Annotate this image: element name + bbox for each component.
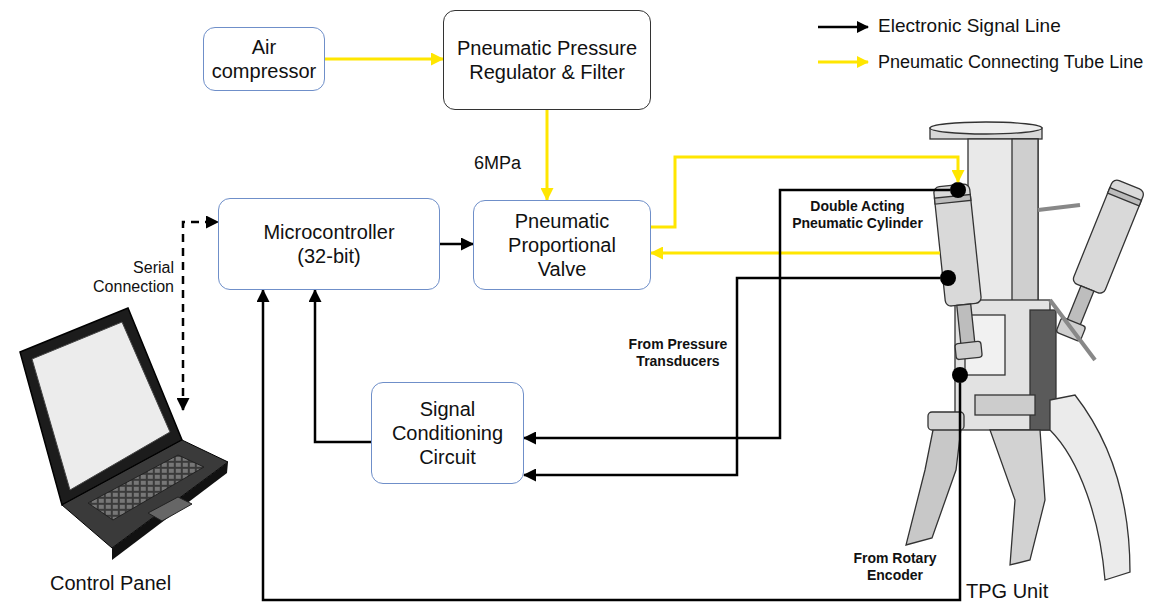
laptop-node: Control Panel xyxy=(10,300,230,600)
box-label: Microcontroller (32-bit) xyxy=(244,220,414,268)
gripper-node: TPG Unit xyxy=(760,125,1140,605)
box-label: Pneumatic Proportional Valve xyxy=(492,209,632,281)
legend-line-sample xyxy=(818,26,868,29)
signal-line xyxy=(524,278,940,475)
signal-line xyxy=(183,222,218,410)
connection-dot xyxy=(940,270,956,286)
signal-line xyxy=(263,290,960,600)
legend-text: Electronic Signal Line xyxy=(878,15,1061,37)
box-label: Pneumatic Pressure Regulator & Filter xyxy=(451,36,643,84)
process-box: Air compressor xyxy=(203,27,325,91)
connection-dot xyxy=(950,182,966,198)
edge-label: 6MPa xyxy=(474,153,534,174)
figure-caption: TPG Unit xyxy=(966,580,1048,603)
process-box: Microcontroller (32-bit) xyxy=(218,198,440,290)
signal-line xyxy=(315,290,371,442)
legend-line-sample xyxy=(818,61,868,64)
pneumatic-tube xyxy=(325,58,443,61)
figure-caption: Control Panel xyxy=(50,572,171,595)
edge-label: Serial Connection xyxy=(78,258,174,296)
process-box: Pneumatic Pressure Regulator & Filter xyxy=(443,10,651,110)
box-label: Signal Conditioning Circuit xyxy=(383,397,513,469)
pneumatic-tube xyxy=(651,252,940,255)
legend-text: Pneumatic Connecting Tube Line xyxy=(878,51,1143,73)
edge-label: From Rotary Encoder xyxy=(845,550,945,584)
laptop-illustration xyxy=(20,308,228,560)
part-label: Double Acting Pneumatic Cylinder xyxy=(785,198,930,232)
signal-line xyxy=(440,243,473,246)
connection-dot xyxy=(952,367,968,383)
process-box: Pneumatic Proportional Valve xyxy=(473,200,651,290)
box-label: Air compressor xyxy=(209,35,319,83)
pneumatic-tube xyxy=(546,110,549,200)
process-box: Signal Conditioning Circuit xyxy=(371,382,524,484)
edge-label: From Pressure Transducers xyxy=(628,336,728,370)
